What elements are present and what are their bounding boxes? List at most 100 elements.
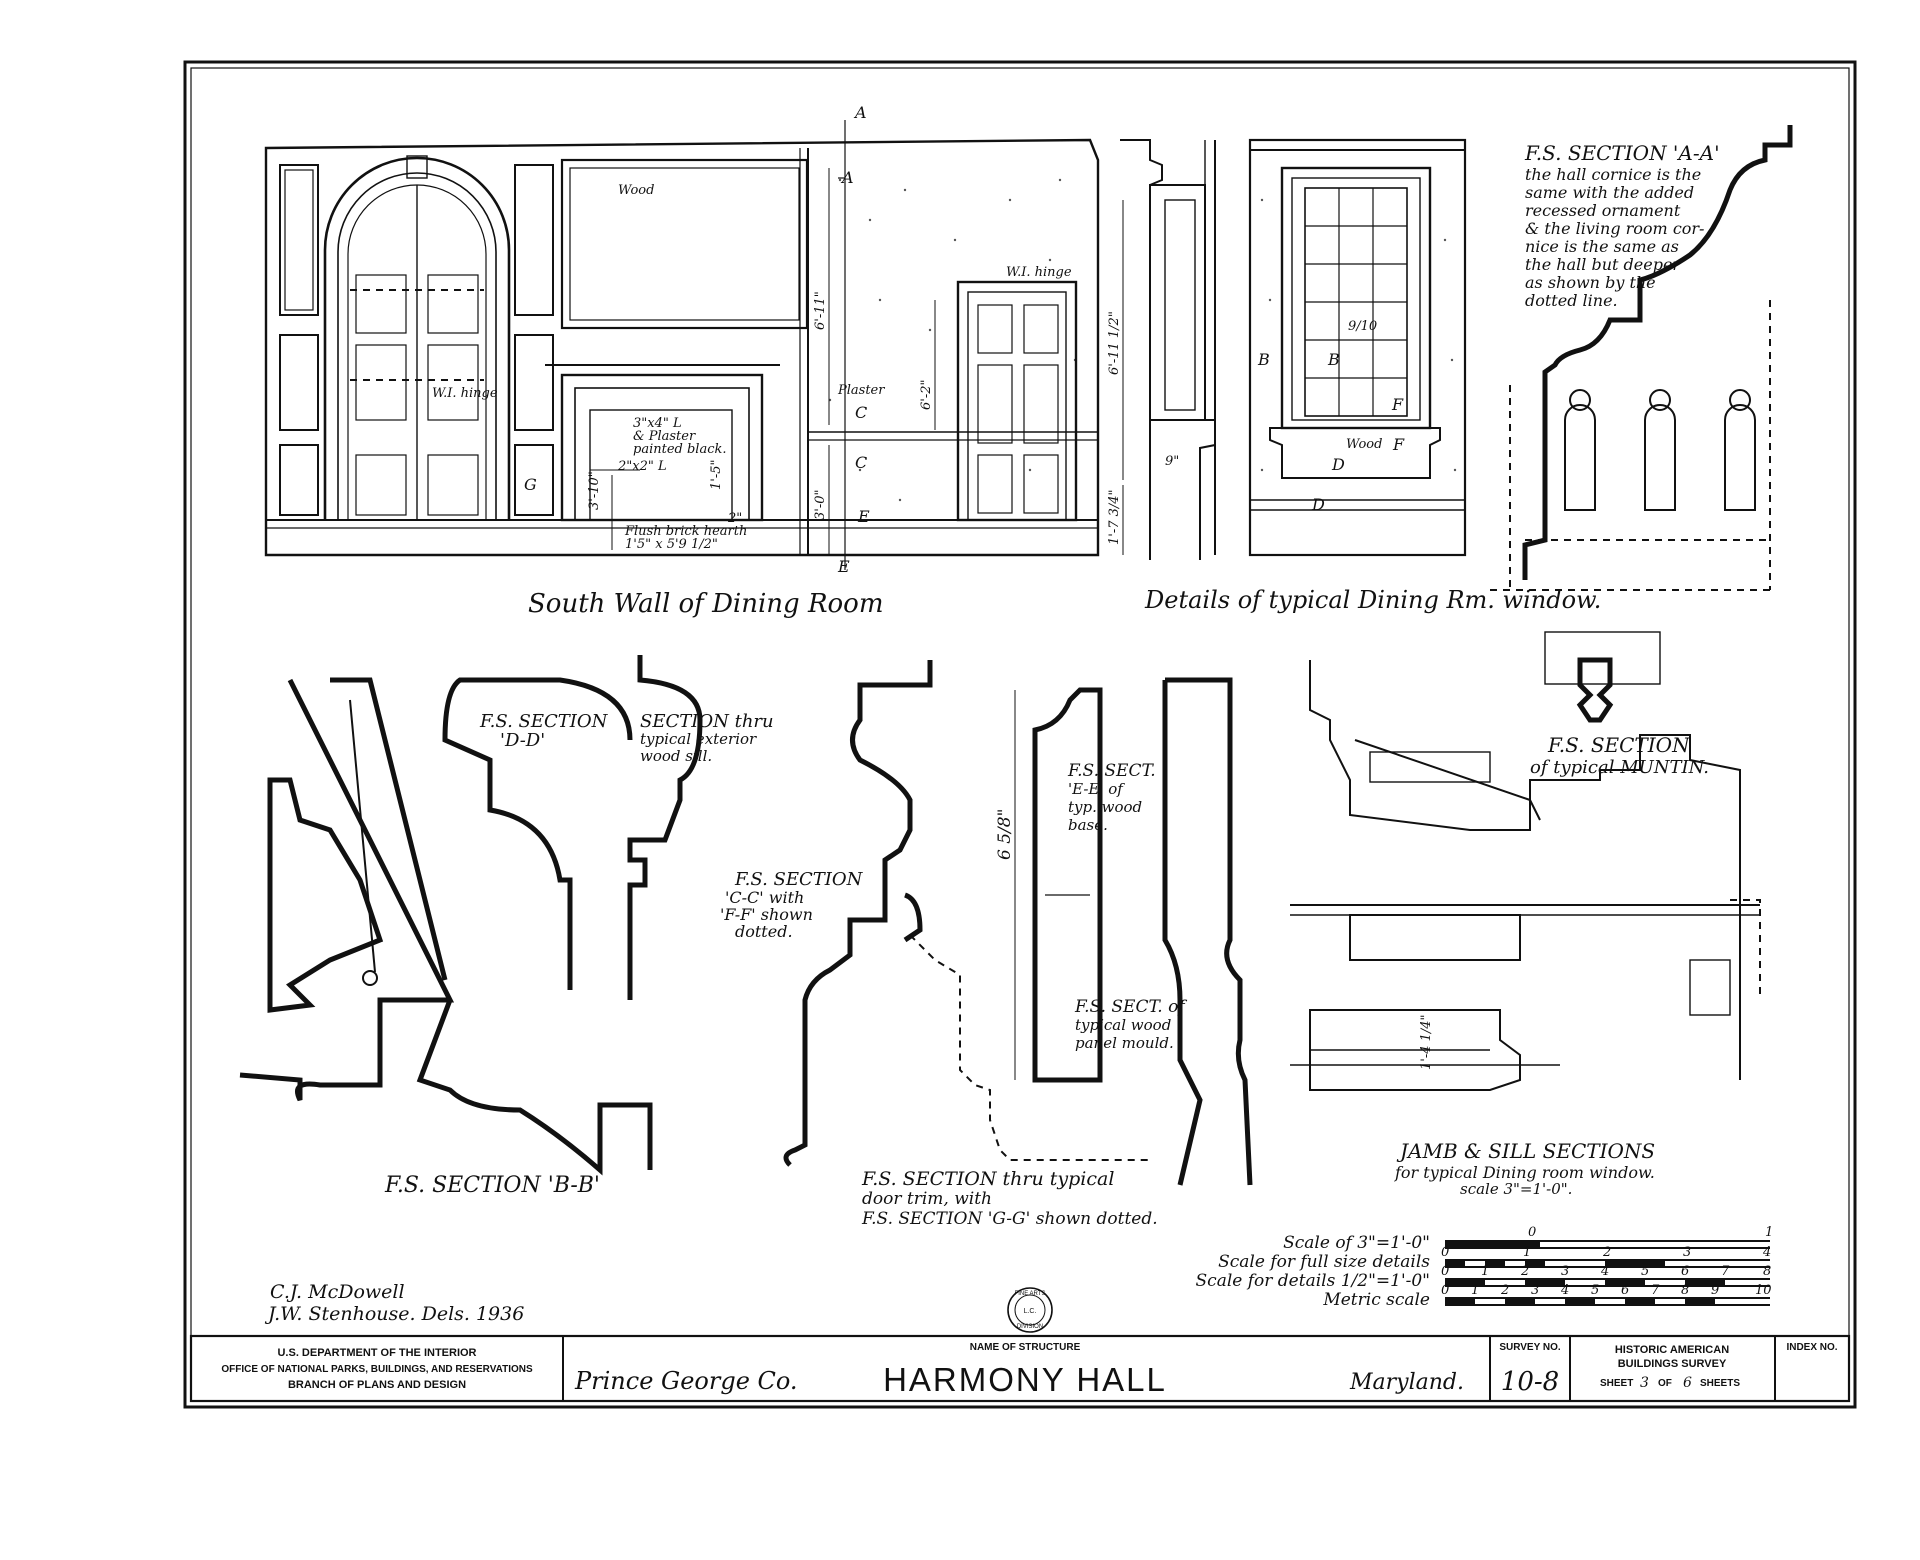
mark-f-1: F xyxy=(1391,395,1404,414)
jamb-sill-sections xyxy=(1290,631,1761,1091)
dim-1-7: 1'-7 3/4" xyxy=(1107,489,1122,545)
scale3-tick-2: 2 xyxy=(1520,1264,1529,1279)
mark-d-2: D xyxy=(1311,495,1325,514)
scale2-tick-4: 4 xyxy=(1762,1245,1771,1260)
scale4-tick-0: 0 xyxy=(1441,1283,1449,1298)
name-of-structure-label: NAME OF STRUCTURE xyxy=(970,1342,1081,1353)
dim-6-11h: 6'-11 1/2" xyxy=(1107,311,1122,375)
survey-no-label: SURVEY NO. xyxy=(1499,1342,1561,1353)
dim-1-4: 1'-4 1/4" xyxy=(1419,1014,1434,1070)
agency-line-3: BRANCH OF PLANS AND DESIGN xyxy=(288,1379,466,1391)
section-aa-note-7: as shown by the xyxy=(1525,273,1656,292)
jamb-sill-3: scale 3"=1'-0". xyxy=(1460,1180,1572,1198)
door-trim-1: F.S. SECTION thru typical xyxy=(861,1168,1114,1190)
section-cc-4: dotted. xyxy=(735,922,793,941)
mark-d-1: D xyxy=(1331,455,1345,474)
section-aa-note-8: dotted line. xyxy=(1525,291,1618,310)
section-cc-2: 'C-C' with xyxy=(725,888,804,907)
scale4-tick-5: 5 xyxy=(1591,1283,1599,1298)
delineators: C.J. McDowell J.W. Stenhouse. Dels. 1936 xyxy=(264,1281,524,1325)
scale4-tick-8: 8 xyxy=(1681,1283,1689,1298)
scale2-tick-1: 1 xyxy=(1523,1245,1531,1260)
section-dd-sill-text: F.S. SECTION 'D-D' SECTION thru typical … xyxy=(479,711,774,765)
mark-c-2: C xyxy=(855,453,867,472)
sheets-word: SHEETS xyxy=(1700,1378,1740,1389)
scale1-tick-0: 0 xyxy=(1528,1225,1536,1240)
section-sill-2: typical exterior xyxy=(640,730,757,748)
section-panel-text: F.S. SECT. of typical wood panel mould. xyxy=(1074,997,1187,1052)
dim-9: 9" xyxy=(1165,454,1179,469)
section-aa-note-2: same with the added xyxy=(1525,183,1694,202)
section-aa-note-4: & the living room cor- xyxy=(1525,219,1704,238)
section-ee-1: F.S. SECT. xyxy=(1067,761,1156,781)
library-seal: FINE ARTS L.C. DIVISION xyxy=(1007,1287,1053,1333)
scale4-tick-2: 2 xyxy=(1500,1283,1509,1298)
scale4-tick-3: 3 xyxy=(1531,1283,1539,1298)
dim-1-5: 1'-5" xyxy=(709,460,724,491)
index-no-label: INDEX NO. xyxy=(1786,1342,1837,1353)
label-south-wall: South Wall of Dining Room xyxy=(528,589,883,619)
scale3-tick-0: 0 xyxy=(1441,1264,1449,1279)
mark-f-2: F xyxy=(1392,435,1405,454)
scale2-tick-2: 2 xyxy=(1602,1245,1611,1260)
dim-6-2: 6'-2" xyxy=(919,380,934,411)
jamb-sill-1: JAMB & SILL SECTIONS xyxy=(1396,1139,1655,1163)
scale3-tick-3: 3 xyxy=(1561,1264,1569,1279)
section-aa-cornice xyxy=(1490,125,1793,591)
callout-hinge-right: W.I. hinge xyxy=(1006,265,1072,280)
callout-fire-note-2: & Plaster xyxy=(633,429,696,444)
mark-g: G xyxy=(524,475,537,494)
label-section-bb: F.S. SECTION 'B-B' xyxy=(384,1173,600,1198)
state-name: Maryland. xyxy=(1349,1370,1464,1395)
scale2-tick-0: 0 xyxy=(1441,1245,1449,1260)
section-aa-title: F.S. SECTION 'A-A' xyxy=(1524,141,1720,165)
dim-3-10: 3'-10" xyxy=(587,471,602,510)
window-details xyxy=(1120,138,1467,560)
dim-3-0: 3'-0" xyxy=(813,490,828,521)
graphic-scales: 0 1 0 1 2 3 4 0 1 2 3 4 5 6 7 8 0 1 2 3 … xyxy=(1196,1225,1774,1310)
mark-e: E xyxy=(857,507,870,526)
callout-hearth-2: 1'5" x 5'9 1/2" xyxy=(625,537,718,552)
section-aa-text: F.S. SECTION 'A-A' the hall cornice is t… xyxy=(1524,141,1720,310)
south-wall-elevation xyxy=(264,120,1100,570)
label-window-details: Details of typical Dining Rm. window. xyxy=(1144,586,1601,614)
section-ee-text: F.S. SECT. 'E-E' of typ. wood base. 6 5/… xyxy=(995,761,1156,860)
seal-top: FINE ARTS xyxy=(1015,1291,1046,1297)
mark-e-bottom: E xyxy=(837,557,850,576)
delineator-2: J.W. Stenhouse. Dels. 1936 xyxy=(264,1303,524,1325)
callout-fire-note-3: painted black. xyxy=(633,442,727,457)
section-cc-text: F.S. SECTION 'C-C' with 'F-F' shown dott… xyxy=(720,869,864,941)
window-callouts: 9/10 Wood B B D D F F 6'-11 1/2" 1'-7 3/… xyxy=(1107,311,1405,545)
section-panel-3: panel mould. xyxy=(1075,1034,1174,1052)
sheet-number: 3 xyxy=(1640,1375,1649,1391)
scale4-tick-4: 4 xyxy=(1560,1283,1569,1298)
section-bb-profile xyxy=(239,677,653,1176)
of-word: OF xyxy=(1658,1378,1672,1389)
section-sill-1: SECTION thru xyxy=(640,711,774,732)
county-name: Prince George Co. xyxy=(574,1367,798,1395)
mark-c-1: C xyxy=(855,403,867,422)
section-panel-1: F.S. SECT. of xyxy=(1074,997,1187,1017)
sheet-total: 6 xyxy=(1683,1375,1692,1391)
scale4-tick-6: 6 xyxy=(1621,1283,1629,1298)
agency-line-2: OFFICE OF NATIONAL PARKS, BUILDINGS, AND… xyxy=(221,1364,533,1375)
scale1-tick-1: 1 xyxy=(1765,1225,1773,1240)
callout-wood: Wood xyxy=(618,183,654,198)
structure-name: HARMONY HALL xyxy=(883,1361,1167,1398)
title-block: U.S. DEPARTMENT OF THE INTERIOR OFFICE O… xyxy=(189,1334,1851,1403)
section-panel-2: typical wood xyxy=(1075,1016,1171,1034)
section-dd-2: 'D-D' xyxy=(500,730,545,751)
scale3-tick-6: 6 xyxy=(1681,1264,1689,1279)
scale4-tick-7: 7 xyxy=(1651,1283,1660,1298)
section-ee-4: base. xyxy=(1068,816,1108,834)
section-ee-profile xyxy=(1014,687,1103,1083)
agency-line-1: U.S. DEPARTMENT OF THE INTERIOR xyxy=(277,1347,476,1359)
callout-plaster: Plaster xyxy=(837,383,885,398)
mark-b-2: B xyxy=(1327,350,1340,369)
scale4-tick-10: 10 xyxy=(1755,1283,1772,1298)
callout-fire-note-1: 3"x4" L xyxy=(633,416,682,431)
section-cc-3: 'F-F' shown xyxy=(720,905,813,924)
scale3-tick-8: 8 xyxy=(1763,1264,1771,1279)
callout-angle: 2"x2" L xyxy=(617,459,667,474)
